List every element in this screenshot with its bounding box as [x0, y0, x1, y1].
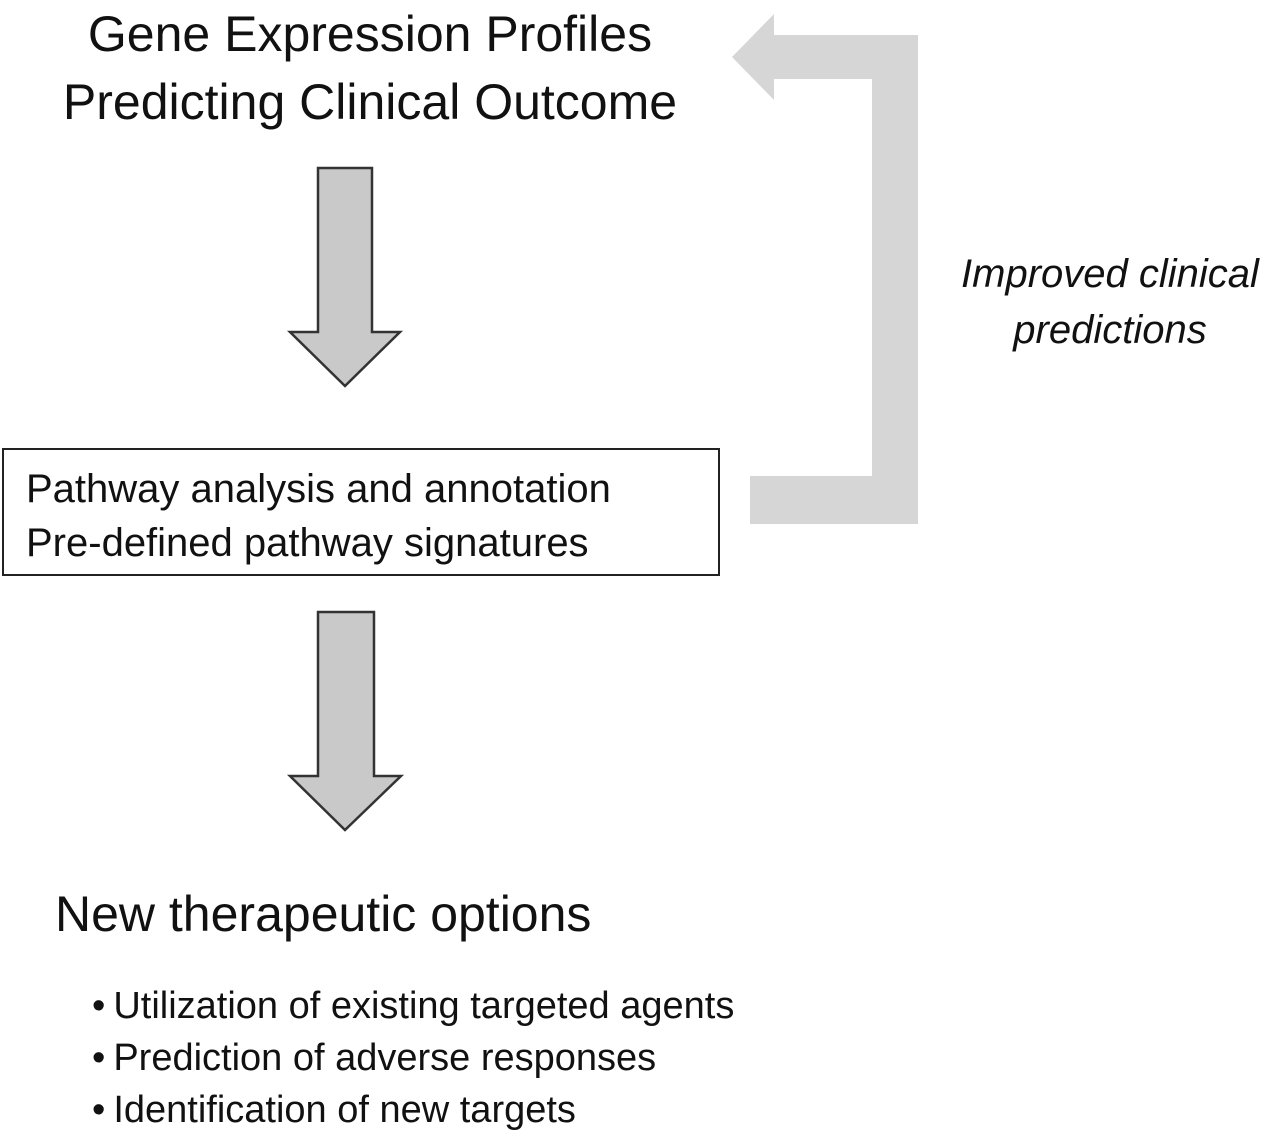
- feedback-arrow: [732, 14, 918, 524]
- down-arrow-bottom: [286, 610, 405, 832]
- feedback-label-line-2: predictions: [1013, 308, 1207, 352]
- pathway-analysis-line-1: Pathway analysis and annotation: [26, 467, 611, 511]
- list-item: •Prediction of adverse responses: [92, 1032, 734, 1084]
- list-item-text: Identification of new targets: [113, 1089, 576, 1131]
- pathway-analysis-box: Pathway analysis and annotation Pre-defi…: [2, 448, 720, 576]
- feedback-label: Improved clinical predictions: [930, 246, 1280, 358]
- feedback-label-line-1: Improved clinical: [961, 252, 1259, 296]
- top-title-line-2: Predicting Clinical Outcome: [62, 74, 678, 130]
- therapeutic-options-list: •Utilization of existing targeted agents…: [92, 980, 734, 1136]
- bullet-dot: •: [92, 1089, 106, 1131]
- top-title: Gene Expression Profiles Predicting Clin…: [0, 0, 740, 136]
- list-item: •Utilization of existing targeted agents: [92, 980, 734, 1032]
- therapeutic-options-title: New therapeutic options: [55, 886, 592, 942]
- bullet-dot: •: [92, 985, 106, 1027]
- list-item-text: Utilization of existing targeted agents: [113, 985, 735, 1027]
- list-item-text: Prediction of adverse responses: [113, 1037, 657, 1079]
- down-arrow-top: [286, 166, 404, 388]
- list-item: •Identification of new targets: [92, 1084, 734, 1136]
- pathway-analysis-line-2: Pre-defined pathway signatures: [26, 521, 589, 565]
- top-title-line-1: Gene Expression Profiles: [87, 6, 653, 62]
- bullet-dot: •: [92, 1037, 106, 1079]
